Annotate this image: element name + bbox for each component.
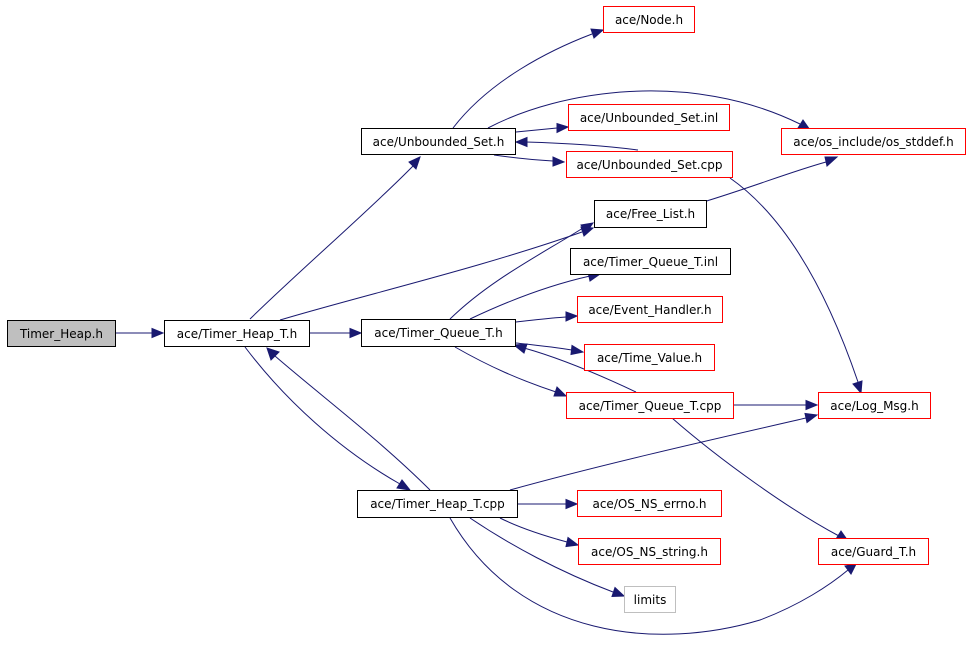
edge-timer-queue-t-h-to-event-handler-h [515,316,567,323]
node-timer-queue-t-inl[interactable]: ace/Timer_Queue_T.inl [570,248,731,275]
node-guard-t-h[interactable]: ace/Guard_T.h [818,538,929,565]
node-label: ace/Node.h [614,12,684,27]
arrowhead [844,563,857,575]
node-os-ns-string-h[interactable]: ace/OS_NS_string.h [578,538,721,565]
node-label: ace/Timer_Heap_T.h [176,326,298,341]
node-label: ace/OS_NS_string.h [591,544,708,559]
node-free-list-h[interactable]: ace/Free_List.h [594,200,707,228]
edge-timer-queue-t-h-to-time-value-h [515,342,573,351]
node-label: ace/Timer_Queue_T.h [374,326,503,340]
node-label: ace/Event_Handler.h [588,302,712,317]
edge-unbounded-set-h-to-unbounded-set-cpp [493,154,554,162]
edge-timer-heap-t-cpp-to-log-msg-h [509,417,807,491]
edge-unbounded-set-cpp-to-unbounded-set-h [525,141,639,151]
node-label: ace/Time_Value.h [596,350,703,365]
node-label: ace/Log_Msg.h [830,398,919,413]
arrowhead [565,536,580,548]
arrowhead [611,586,626,598]
arrowhead [349,327,363,339]
arrowhead [804,412,819,424]
edge-timer-heap-t-cpp-to-guard-t-h [449,517,849,635]
arrowhead [570,344,585,356]
node-log-msg-h[interactable]: ace/Log_Msg.h [818,392,931,419]
node-timer-heap-h[interactable]: Timer_Heap.h [7,320,116,347]
arrowhead [565,311,579,322]
arrowhead [580,222,595,234]
arrowhead [408,156,421,170]
edge-timer-heap-t-h-to-unbounded-set-h [249,165,414,320]
node-label: ace/Unbounded_Set.cpp [576,157,723,172]
edge-timer-heap-t-cpp-to-os-ns-string-h [499,517,568,543]
arrowhead [512,343,528,354]
node-timer-queue-t-h[interactable]: ace/Timer_Queue_T.h [361,319,516,347]
edge-timer-heap-t-h-to-timer-heap-t-cpp [244,346,401,485]
node-timer-heap-t-h[interactable]: ace/Timer_Heap_T.h [164,320,310,347]
arrowhead [266,347,280,361]
arrowhead [514,136,528,148]
node-time-value-h[interactable]: ace/Time_Value.h [584,344,715,371]
arrowhead [556,122,570,134]
edge-unbounded-set-cpp-to-log-msg-h [729,177,859,383]
edge-layer [116,28,863,635]
node-label: ace/Free_List.h [605,207,696,221]
node-label: ace/Unbounded_Set.inl [579,110,719,125]
edge-timer-queue-t-h-to-timer-queue-t-cpp [454,346,557,393]
node-label: limits [633,592,667,607]
edge-timer-heap-t-cpp-to-limits [469,517,614,593]
edge-timer-queue-t-h-to-timer-queue-t-inl [469,275,591,320]
node-label: ace/Unbounded_Set.h [372,134,505,149]
edge-unbounded-set-h-to-os-stddef-h [487,90,801,129]
arrowhead [553,386,568,397]
node-timer-queue-t-cpp[interactable]: ace/Timer_Queue_T.cpp [566,392,734,419]
edge-timer-heap-t-cpp-to-timer-heap-t-h [274,355,431,491]
arrowhead [852,380,863,395]
node-label: Timer_Heap.h [19,326,104,341]
edge-timer-heap-t-h-to-free-list-h [279,231,583,321]
edge-free-list-h-to-os-stddef-h [699,161,827,204]
arrowhead [824,156,839,167]
node-event-handler-h[interactable]: ace/Event_Handler.h [577,296,723,323]
node-os-stddef-h[interactable]: ace/os_include/os_stddef.h [781,128,966,155]
arrowhead [552,156,566,167]
edge-unbounded-set-h-to-unbounded-set-inl [515,127,558,133]
arrowhead [565,498,579,510]
arrowhead [151,327,165,339]
node-label: ace/OS_NS_errno.h [592,496,707,511]
node-label: ace/Guard_T.h [830,544,917,559]
node-os-ns-errno-h[interactable]: ace/OS_NS_errno.h [577,490,722,517]
node-timer-heap-t-cpp[interactable]: ace/Timer_Heap_T.cpp [357,490,518,518]
arrowhead [590,28,605,39]
edge-timer-queue-t-h-to-free-list-h [449,227,584,320]
edge-timer-queue-t-cpp-to-guard-t-h [671,417,840,537]
node-label: ace/Timer_Queue_T.inl [582,254,719,269]
node-unbounded-set-inl[interactable]: ace/Unbounded_Set.inl [568,104,730,131]
node-node-h[interactable]: ace/Node.h [603,6,695,33]
node-label: ace/Timer_Queue_T.cpp [578,398,722,413]
node-unbounded-set-cpp[interactable]: ace/Unbounded_Set.cpp [566,151,733,178]
node-label: ace/Timer_Heap_T.cpp [370,497,505,511]
arrowhead [396,479,412,491]
node-unbounded-set-h[interactable]: ace/Unbounded_Set.h [361,128,516,155]
edge-unbounded-set-h-to-node-h [452,33,593,129]
node-label: ace/os_include/os_stddef.h [793,134,954,149]
node-limits[interactable]: limits [624,586,676,613]
edge-timer-queue-t-cpp-to-timer-queue-t-h [523,347,637,393]
arrowhead [805,399,819,411]
